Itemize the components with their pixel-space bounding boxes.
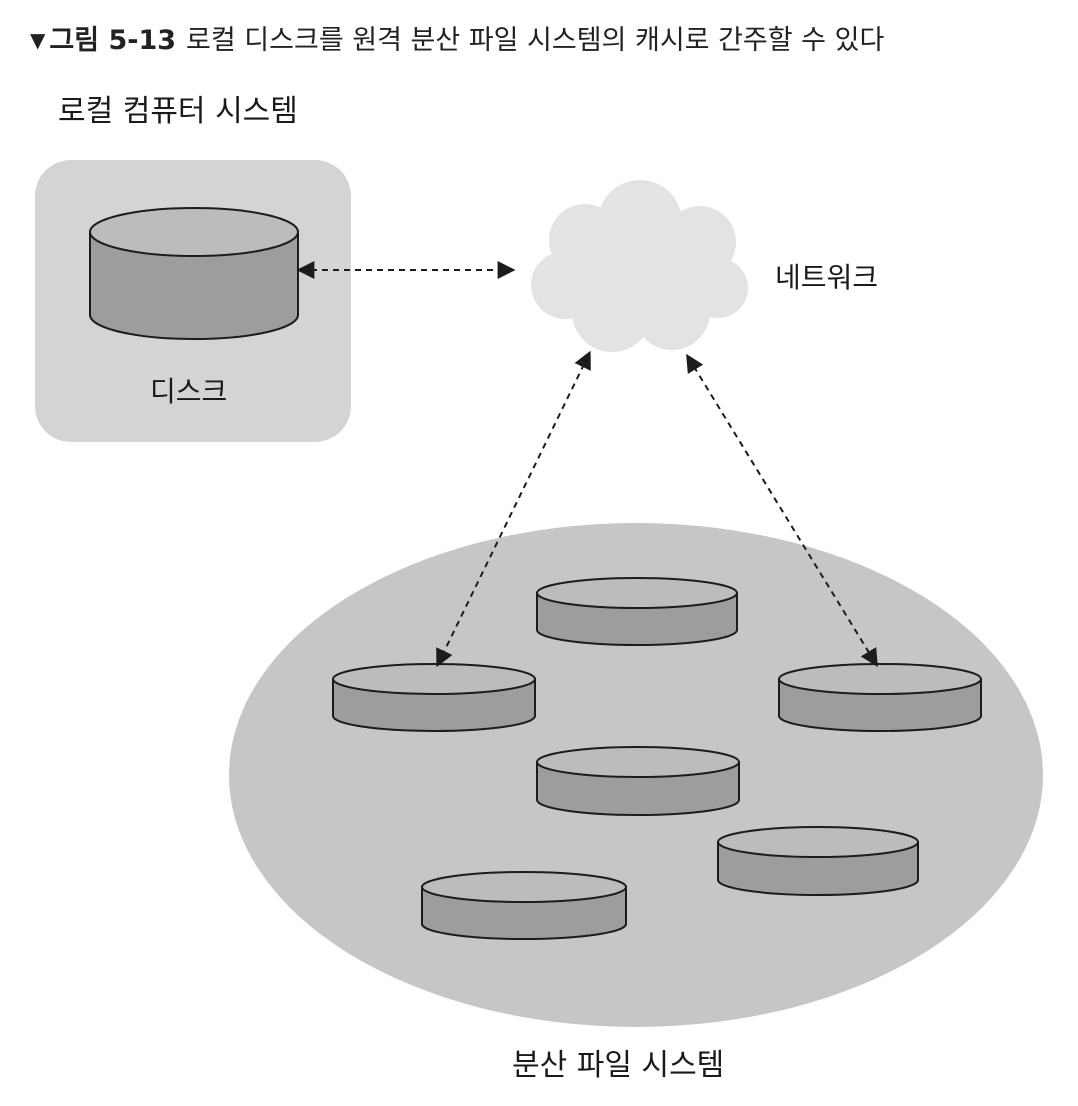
distributed-fs-label: 분산 파일 시스템 bbox=[512, 1048, 725, 1083]
local-system-title: 로컬 컴퓨터 시스템 bbox=[58, 94, 298, 129]
distributed-disk bbox=[536, 577, 738, 646]
network-to-left-disk-arrow bbox=[436, 350, 591, 668]
disk-label: 디스크 bbox=[150, 375, 228, 408]
distributed-disk bbox=[536, 746, 740, 816]
figure-number: 그림 5-13 bbox=[49, 25, 177, 56]
distributed-disk bbox=[421, 871, 627, 940]
figure-title: 로컬 디스크를 원격 분산 파일 시스템의 캐시로 간주할 수 있다 bbox=[186, 25, 885, 56]
distributed-disk bbox=[778, 663, 982, 732]
local-disk bbox=[89, 207, 299, 340]
distributed-disk bbox=[717, 826, 919, 896]
caption-marker-icon: ▼ bbox=[30, 28, 46, 52]
figure-caption: ▼그림 5-13 로컬 디스크를 원격 분산 파일 시스템의 캐시로 간주할 수 … bbox=[30, 18, 884, 57]
distributed-disk bbox=[332, 663, 536, 732]
network-cloud bbox=[531, 180, 748, 352]
network-label: 네트워크 bbox=[775, 261, 879, 294]
network-to-right-disk-arrow bbox=[686, 353, 878, 668]
